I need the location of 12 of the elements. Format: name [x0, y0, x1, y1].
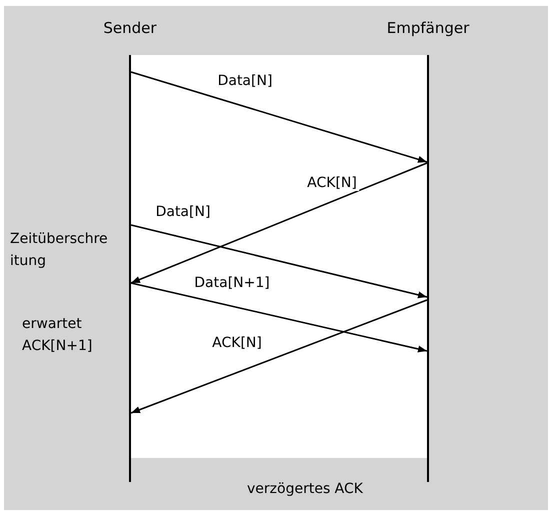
caption-text: verzögertes ACK — [246, 480, 364, 499]
annotation-text: Zeitüberschreitung — [10, 230, 109, 271]
annotation-text: erwartet ACK[N+1] — [22, 315, 94, 356]
message-arrow — [130, 71, 428, 164]
lifeline-title: Empfänger — [386, 19, 470, 37]
message-arrow — [130, 224, 428, 299]
message-arrow — [130, 162, 428, 284]
message-arrow — [130, 299, 428, 414]
edge-label: ACK[N] — [305, 175, 359, 191]
message-arrow — [130, 282, 428, 353]
lifeline-title: Sender — [103, 19, 157, 37]
edge-label: ACK[N] — [210, 335, 264, 351]
